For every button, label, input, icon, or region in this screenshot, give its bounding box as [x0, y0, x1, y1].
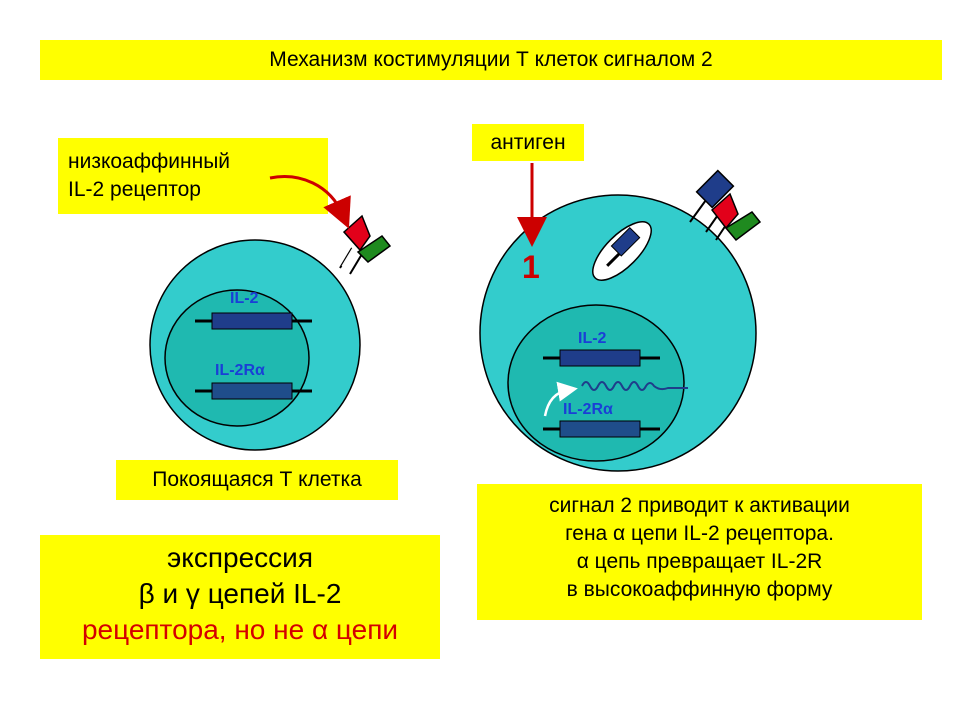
activation-arrow-icon: [543, 381, 578, 417]
page-title: Механизм костимуляции Т клеток сигналом …: [40, 40, 942, 80]
signal-1-number: 1: [522, 249, 540, 285]
expression-box: экспрессия β и γ цепей IL-2 рецептора, н…: [40, 535, 440, 659]
left-low-affinity-receptor: [339, 214, 392, 275]
expression-line2: β и γ цепей IL-2: [138, 578, 342, 609]
right-il2ra-gene: [543, 420, 660, 438]
right-beta-chain-icon: [710, 192, 739, 230]
low-affinity-line1: низкоаффинный: [68, 150, 231, 173]
signal-line4: в высокоаффинную форму: [566, 578, 833, 601]
activated-t-cell: IL-2 IL-2Rα 1: [479, 163, 762, 472]
mrna-squiggle-icon: [581, 381, 688, 391]
low-affinity-receptor-label: низкоаффинный IL-2 рецептор: [58, 138, 328, 214]
resting-cell-label: Покоящаяся Т клетка: [116, 460, 398, 500]
left-il2ra-gene: [195, 382, 312, 400]
signal-line2: гена α цепи IL-2 рецептора.: [565, 522, 834, 545]
left-il2-gene: [195, 312, 312, 330]
resting-t-cell: IL-2 IL-2Rα: [149, 175, 392, 451]
right-gamma-chain-icon: [724, 211, 762, 242]
left-il2ra-label: IL-2Rα: [215, 362, 265, 379]
expression-line1: экспрессия: [167, 542, 313, 573]
gamma-chain-icon: [356, 234, 392, 263]
antigen-label: антиген: [472, 124, 584, 161]
right-il2ra-label: IL-2Rα: [563, 401, 613, 418]
signal-line1: сигнал 2 приводит к активации: [549, 494, 850, 517]
right-il2-gene: [543, 349, 660, 367]
internal-tcr-icon: [606, 226, 641, 267]
resting-cell-nucleus: [164, 289, 310, 427]
low-affinity-line2: IL-2 рецептор: [68, 178, 201, 201]
alpha-chain-icon: [695, 169, 735, 209]
red-curved-arrow-icon: [269, 175, 351, 229]
beta-chain-icon: [342, 214, 371, 252]
activated-cell-nucleus: [507, 304, 685, 462]
signal2-explanation-box: сигнал 2 приводит к активации гена α цеп…: [477, 484, 922, 620]
signal-line3: α цепь превращает IL-2R: [576, 550, 823, 573]
left-il2-label: IL-2: [230, 290, 259, 307]
right-il2-label: IL-2: [578, 330, 607, 347]
expression-line3: рецептора, но не α цепи: [81, 614, 399, 645]
right-high-affinity-receptor: [689, 169, 762, 242]
